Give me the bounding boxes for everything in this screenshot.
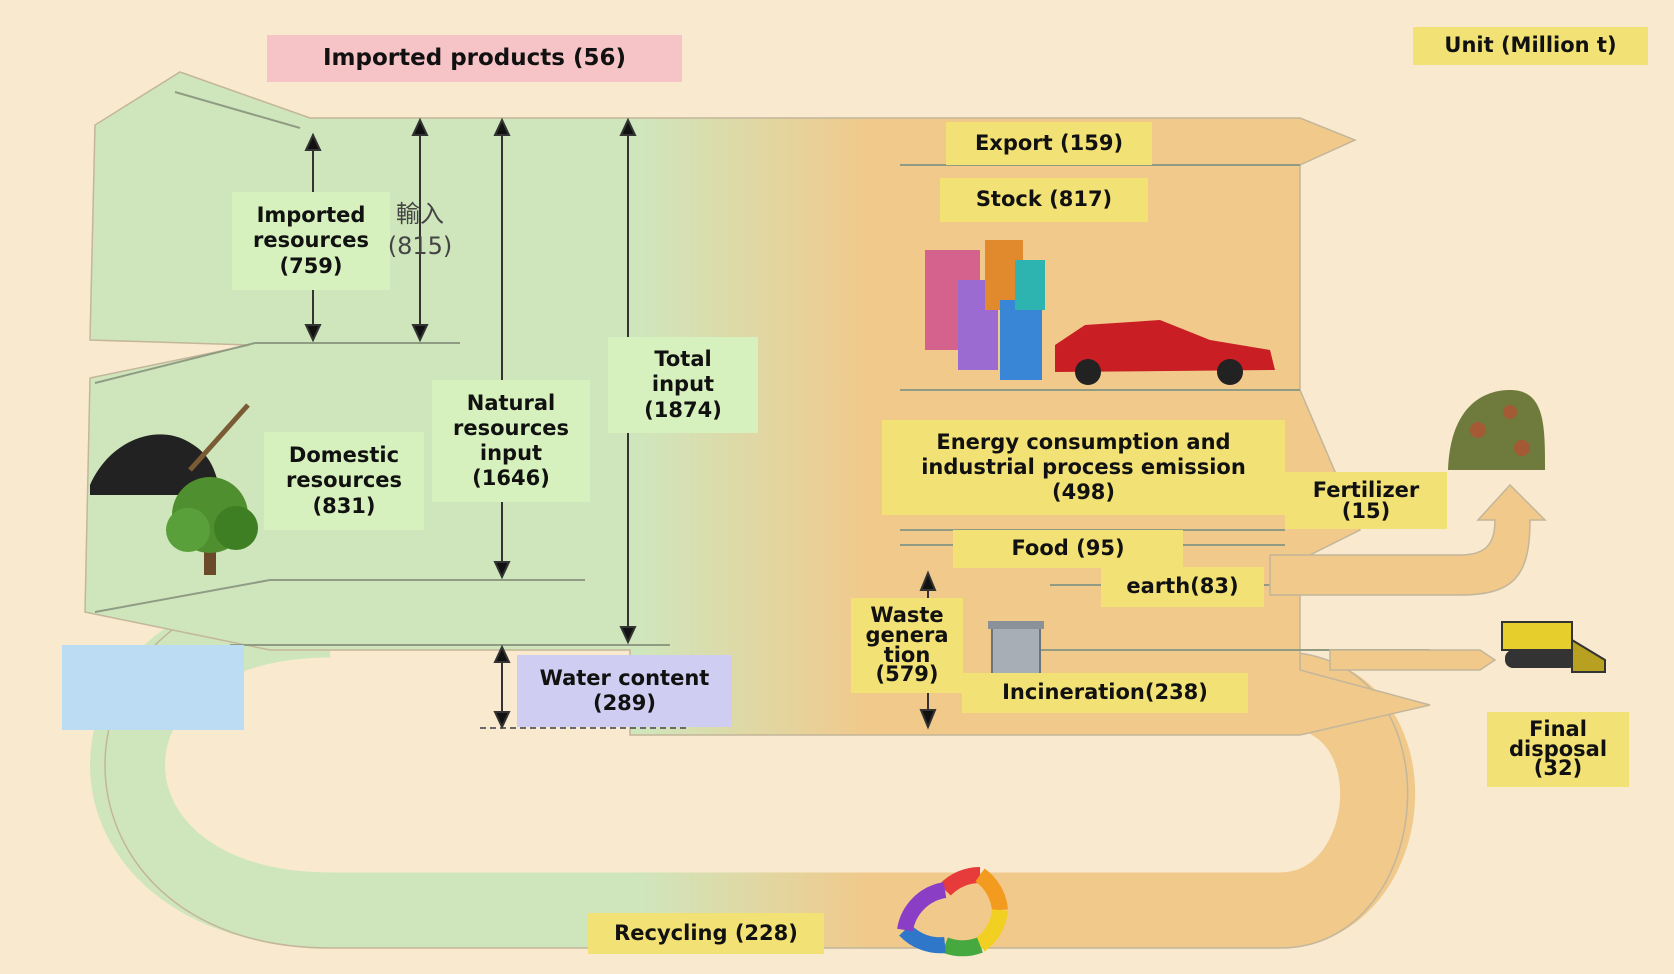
imports-total-jp-label: 輸入 (815) — [387, 200, 453, 261]
fertilizer-flow-arrow — [1269, 483, 1547, 596]
recycling-label: Recycling (228) — [588, 913, 824, 954]
compost-pile-icon — [1448, 390, 1545, 470]
incineration-label: Incineration(238) — [962, 673, 1248, 713]
imported-resources-label: Imported resources (759) — [232, 192, 390, 290]
waste-generation-label: Waste genera tion (579) — [851, 598, 963, 693]
soil-pile-icon — [90, 403, 250, 495]
tree-icon — [166, 477, 258, 575]
natural-resources-input-label: Natural resources input (1646) — [432, 380, 590, 502]
earth-label: earth(83) — [1101, 567, 1264, 607]
stock-label: Stock (817) — [940, 178, 1148, 222]
car-icon — [1055, 320, 1275, 385]
buildings-icon — [925, 240, 1045, 380]
domestic-resources-label: Domestic resources (831) — [264, 432, 424, 530]
final-disposal-flow-arrow — [1329, 649, 1497, 671]
energy-consumption-label: Energy consumption and industrial proces… — [882, 420, 1285, 515]
fertilizer-label: Fertilizer (15) — [1285, 472, 1447, 529]
final-disposal-label: Final disposal (32) — [1487, 712, 1629, 787]
export-label: Export (159) — [946, 122, 1152, 165]
total-input-label: Total input (1874) — [608, 337, 758, 433]
trash-can-icon — [988, 621, 1044, 681]
water-content-label: Water content (289) — [517, 655, 732, 727]
imported-products-label: Imported products (56) — [267, 35, 682, 82]
recycle-ring-icon — [897, 866, 1008, 957]
bulldozer-icon — [1501, 621, 1606, 673]
food-label: Food (95) — [953, 530, 1183, 568]
water-band — [62, 645, 244, 730]
unit-label: Unit (Million t) — [1413, 27, 1648, 65]
